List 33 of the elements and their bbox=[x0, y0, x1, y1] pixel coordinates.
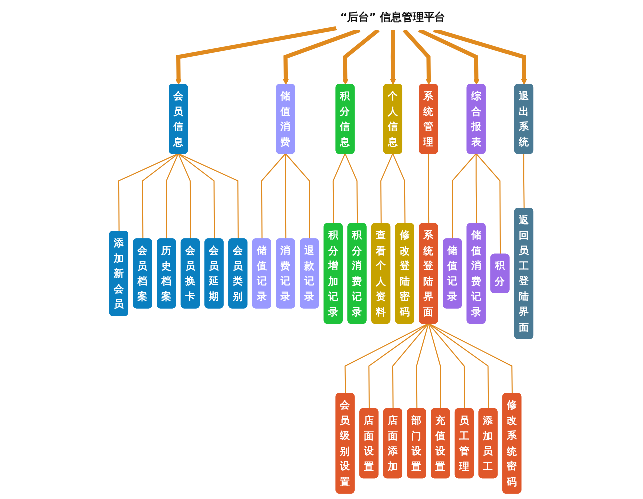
connector bbox=[428, 323, 466, 410]
connector bbox=[428, 323, 513, 394]
connector bbox=[428, 323, 490, 410]
arrow bbox=[283, 28, 361, 86]
connector bbox=[368, 323, 430, 410]
arrow bbox=[176, 26, 338, 86]
connector bbox=[428, 154, 430, 224]
connector bbox=[452, 154, 477, 240]
connector bbox=[392, 154, 406, 224]
connector bbox=[380, 154, 394, 224]
connector bbox=[428, 324, 442, 410]
connector bbox=[344, 323, 429, 394]
connector bbox=[416, 324, 430, 410]
arrow bbox=[418, 28, 480, 86]
connector bbox=[524, 154, 525, 209]
arrow bbox=[433, 28, 528, 86]
connector bbox=[285, 154, 287, 240]
arrow bbox=[342, 28, 380, 86]
connector bbox=[332, 154, 346, 224]
connector bbox=[344, 154, 358, 224]
connector bbox=[178, 153, 239, 240]
connector bbox=[178, 154, 192, 240]
connector bbox=[118, 153, 179, 232]
connector bbox=[142, 153, 179, 240]
connector bbox=[392, 323, 430, 410]
connector bbox=[178, 153, 216, 240]
arrow bbox=[402, 28, 432, 86]
connector bbox=[476, 154, 502, 255]
connector bbox=[261, 154, 286, 240]
connector bbox=[285, 154, 310, 240]
connector bbox=[476, 154, 478, 224]
connector bbox=[166, 154, 179, 240]
arrow bbox=[390, 30, 396, 86]
